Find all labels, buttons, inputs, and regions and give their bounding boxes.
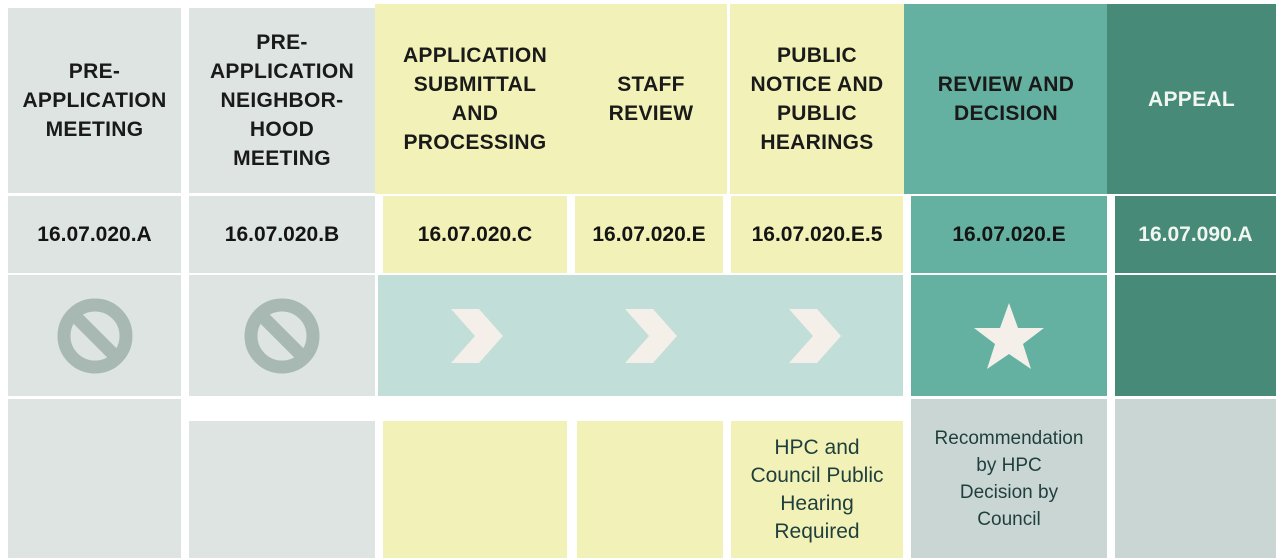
heading-staff-review: STAFF REVIEW: [575, 4, 727, 194]
heading-pre-application-neighborhood-meeting: PRE- APPLICATION NEIGHBOR- HOOD MEETING: [189, 8, 375, 193]
code-cell: 16.07.020.C: [383, 196, 567, 273]
heading-public-notice: PUBLIC NOTICE AND PUBLIC HEARINGS: [730, 4, 904, 194]
note-cell: [8, 399, 181, 558]
icon-cell: [189, 275, 375, 396]
note-cell: HPC and Council Public Hearing Required: [731, 421, 903, 558]
code-cell: 16.07.090.A: [1115, 196, 1276, 273]
icon-cell: [1115, 275, 1276, 396]
note-public-hearing: HPC and Council Public Hearing Required: [750, 435, 884, 543]
heading-review-and-decision: REVIEW AND DECISION: [904, 4, 1108, 194]
heading-appeal: APPEAL: [1107, 4, 1276, 194]
note-cell: [1115, 399, 1276, 558]
icon-cell: [727, 275, 903, 396]
note-cell: Recommendation by HPC Decision by Counci…: [911, 399, 1107, 558]
chevron-right-icon: [789, 308, 841, 363]
star-icon: [974, 302, 1044, 369]
icon-cell: [575, 275, 727, 396]
note-cell: [577, 421, 723, 558]
icon-cell: [8, 275, 181, 396]
heading-application-submittal: APPLICATION SUBMITTAL AND PROCESSING: [375, 4, 575, 194]
code-cell: 16.07.020.E: [575, 196, 723, 273]
note-review-decision: Recommendation by HPC Decision by Counci…: [934, 427, 1084, 530]
no-entry-icon: [244, 298, 320, 373]
note-cell: [189, 421, 375, 558]
note-cell: [383, 421, 567, 558]
no-entry-icon: [57, 298, 132, 373]
chevron-right-icon: [625, 308, 677, 363]
code-cell: 16.07.020.E: [911, 196, 1107, 273]
code-cell: 16.07.020.E.5: [731, 196, 903, 273]
code-cell: 16.07.020.B: [189, 196, 375, 273]
code-cell: 16.07.020.A: [8, 196, 181, 273]
chevron-right-icon: [450, 308, 503, 363]
heading-pre-application-meeting: PRE- APPLICATION MEETING: [8, 8, 181, 193]
icon-cell: [911, 275, 1107, 396]
icon-cell: [378, 275, 575, 396]
